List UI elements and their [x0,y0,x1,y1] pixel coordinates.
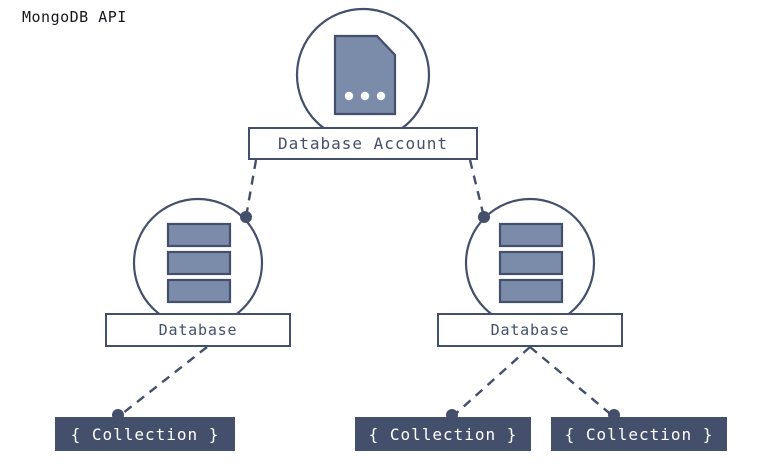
edge-db-right-to-coll-2 [451,346,531,418]
edge-db-right-to-coll-3 [529,346,615,418]
node-collection-2[interactable]: { Collection } [355,417,531,451]
edge-account-to-db-right [468,159,486,218]
node-db-left-graphic [132,197,264,329]
node-collection-3[interactable]: { Collection } [551,417,727,451]
node-db-left-label[interactable]: Database [105,313,291,347]
document-card-icon [333,34,397,116]
edge-account-to-db-left [244,159,258,218]
stacked-bars-icon [498,222,564,304]
node-account-label[interactable]: Database Account [248,127,478,160]
edge-db-left-to-coll-1 [117,346,208,418]
node-account-graphic [295,7,431,143]
stacked-bars-icon [166,222,232,304]
node-db-right-label[interactable]: Database [437,313,623,347]
node-collection-1[interactable]: { Collection } [55,417,235,451]
node-db-right-graphic [464,197,596,329]
page-title: MongoDB API [22,8,127,26]
edge-dot-db-left [240,211,252,223]
edge-dot-db-right [478,211,490,223]
